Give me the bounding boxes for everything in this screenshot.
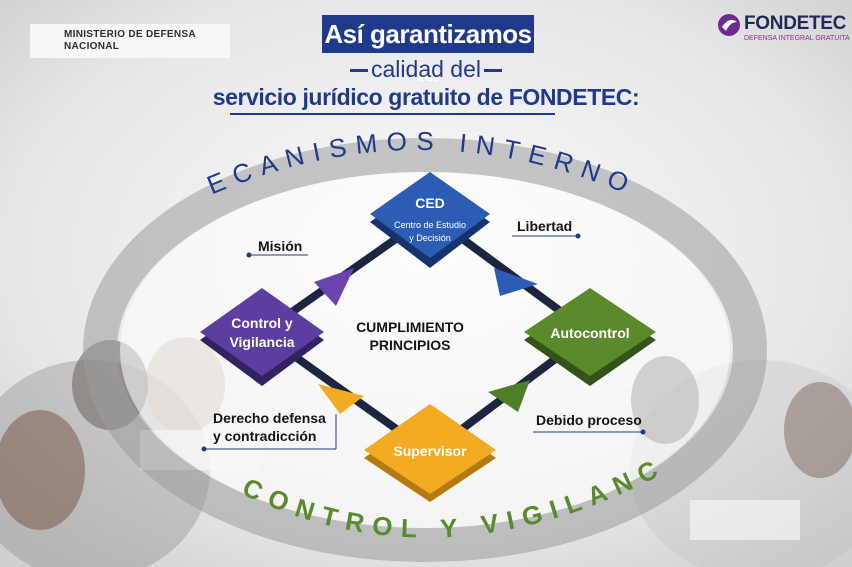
label-debido-proceso: Debido proceso — [536, 412, 642, 428]
arrow-debido — [488, 380, 530, 412]
svg-text:CED: CED — [415, 195, 445, 211]
center-text: CUMPLIMIENTO PRINCIPIOS — [340, 318, 480, 354]
svg-text:Control y: Control y — [231, 315, 293, 331]
title-line2-wrapper: calidad del — [0, 56, 852, 82]
brand-tagline: DEFENSA INTEGRAL GRATUITA — [744, 35, 850, 42]
node-control-vigilancia: Control y Vigilancia — [200, 288, 324, 386]
arrow-mision — [314, 268, 354, 306]
center-line1: CUMPLIMIENTO — [356, 319, 464, 335]
arrow-derecho — [318, 384, 364, 414]
label-mision: Misión — [258, 238, 303, 254]
node-supervisor: Supervisor — [364, 404, 496, 502]
svg-text:Centro de Estudio: Centro de Estudio — [394, 220, 466, 230]
title-line1: Así garantizamos la — [322, 15, 534, 87]
center-line2: PRINCIPIOS — [369, 337, 451, 353]
ministry-header: MINISTERIO DE DEFENSA NACIONAL — [30, 24, 230, 58]
svg-text:Supervisor: Supervisor — [393, 443, 467, 459]
title-line3: servicio jurídico gratuito de FONDETEC: — [212, 84, 640, 110]
title-line2: calidad del — [371, 56, 481, 82]
svg-text:Autocontrol: Autocontrol — [550, 325, 629, 341]
title-dash-left — [350, 69, 369, 73]
fondetec-logo-icon — [718, 14, 740, 36]
label-derecho-line2: y contradicción — [213, 428, 317, 444]
brand-name: FONDETEC — [744, 13, 847, 34]
node-autocontrol: Autocontrol — [524, 288, 656, 386]
arrow-libertad — [494, 268, 538, 296]
title-underline — [230, 113, 555, 115]
label-libertad: Libertad — [517, 218, 573, 234]
node-ced: CED Centro de Estudio y Decisión — [370, 172, 490, 268]
label-derecho-line1: Derecho defensa — [213, 410, 326, 426]
ministry-name-line1: MINISTERIO DE DEFENSA — [64, 29, 196, 40]
svg-text:Vigilancia: Vigilancia — [229, 334, 294, 350]
ministry-name-line2: NACIONAL — [64, 41, 120, 52]
svg-text:y Decisión: y Decisión — [409, 233, 451, 243]
title-dash-right — [483, 69, 502, 73]
